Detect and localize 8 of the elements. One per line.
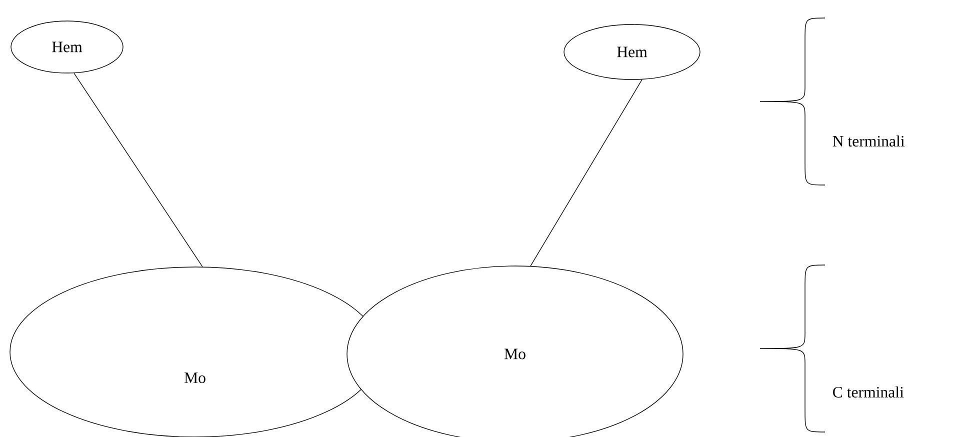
ellipse-node: Hem [10, 20, 124, 74]
ellipse-node: Mo [346, 266, 684, 437]
ellipse-node: Hem [564, 24, 700, 80]
node-label: Mo [504, 348, 526, 360]
line [74, 72, 203, 268]
region-label: C terminali [833, 386, 904, 398]
region-label: N terminali [832, 135, 905, 147]
line [530, 79, 642, 266]
